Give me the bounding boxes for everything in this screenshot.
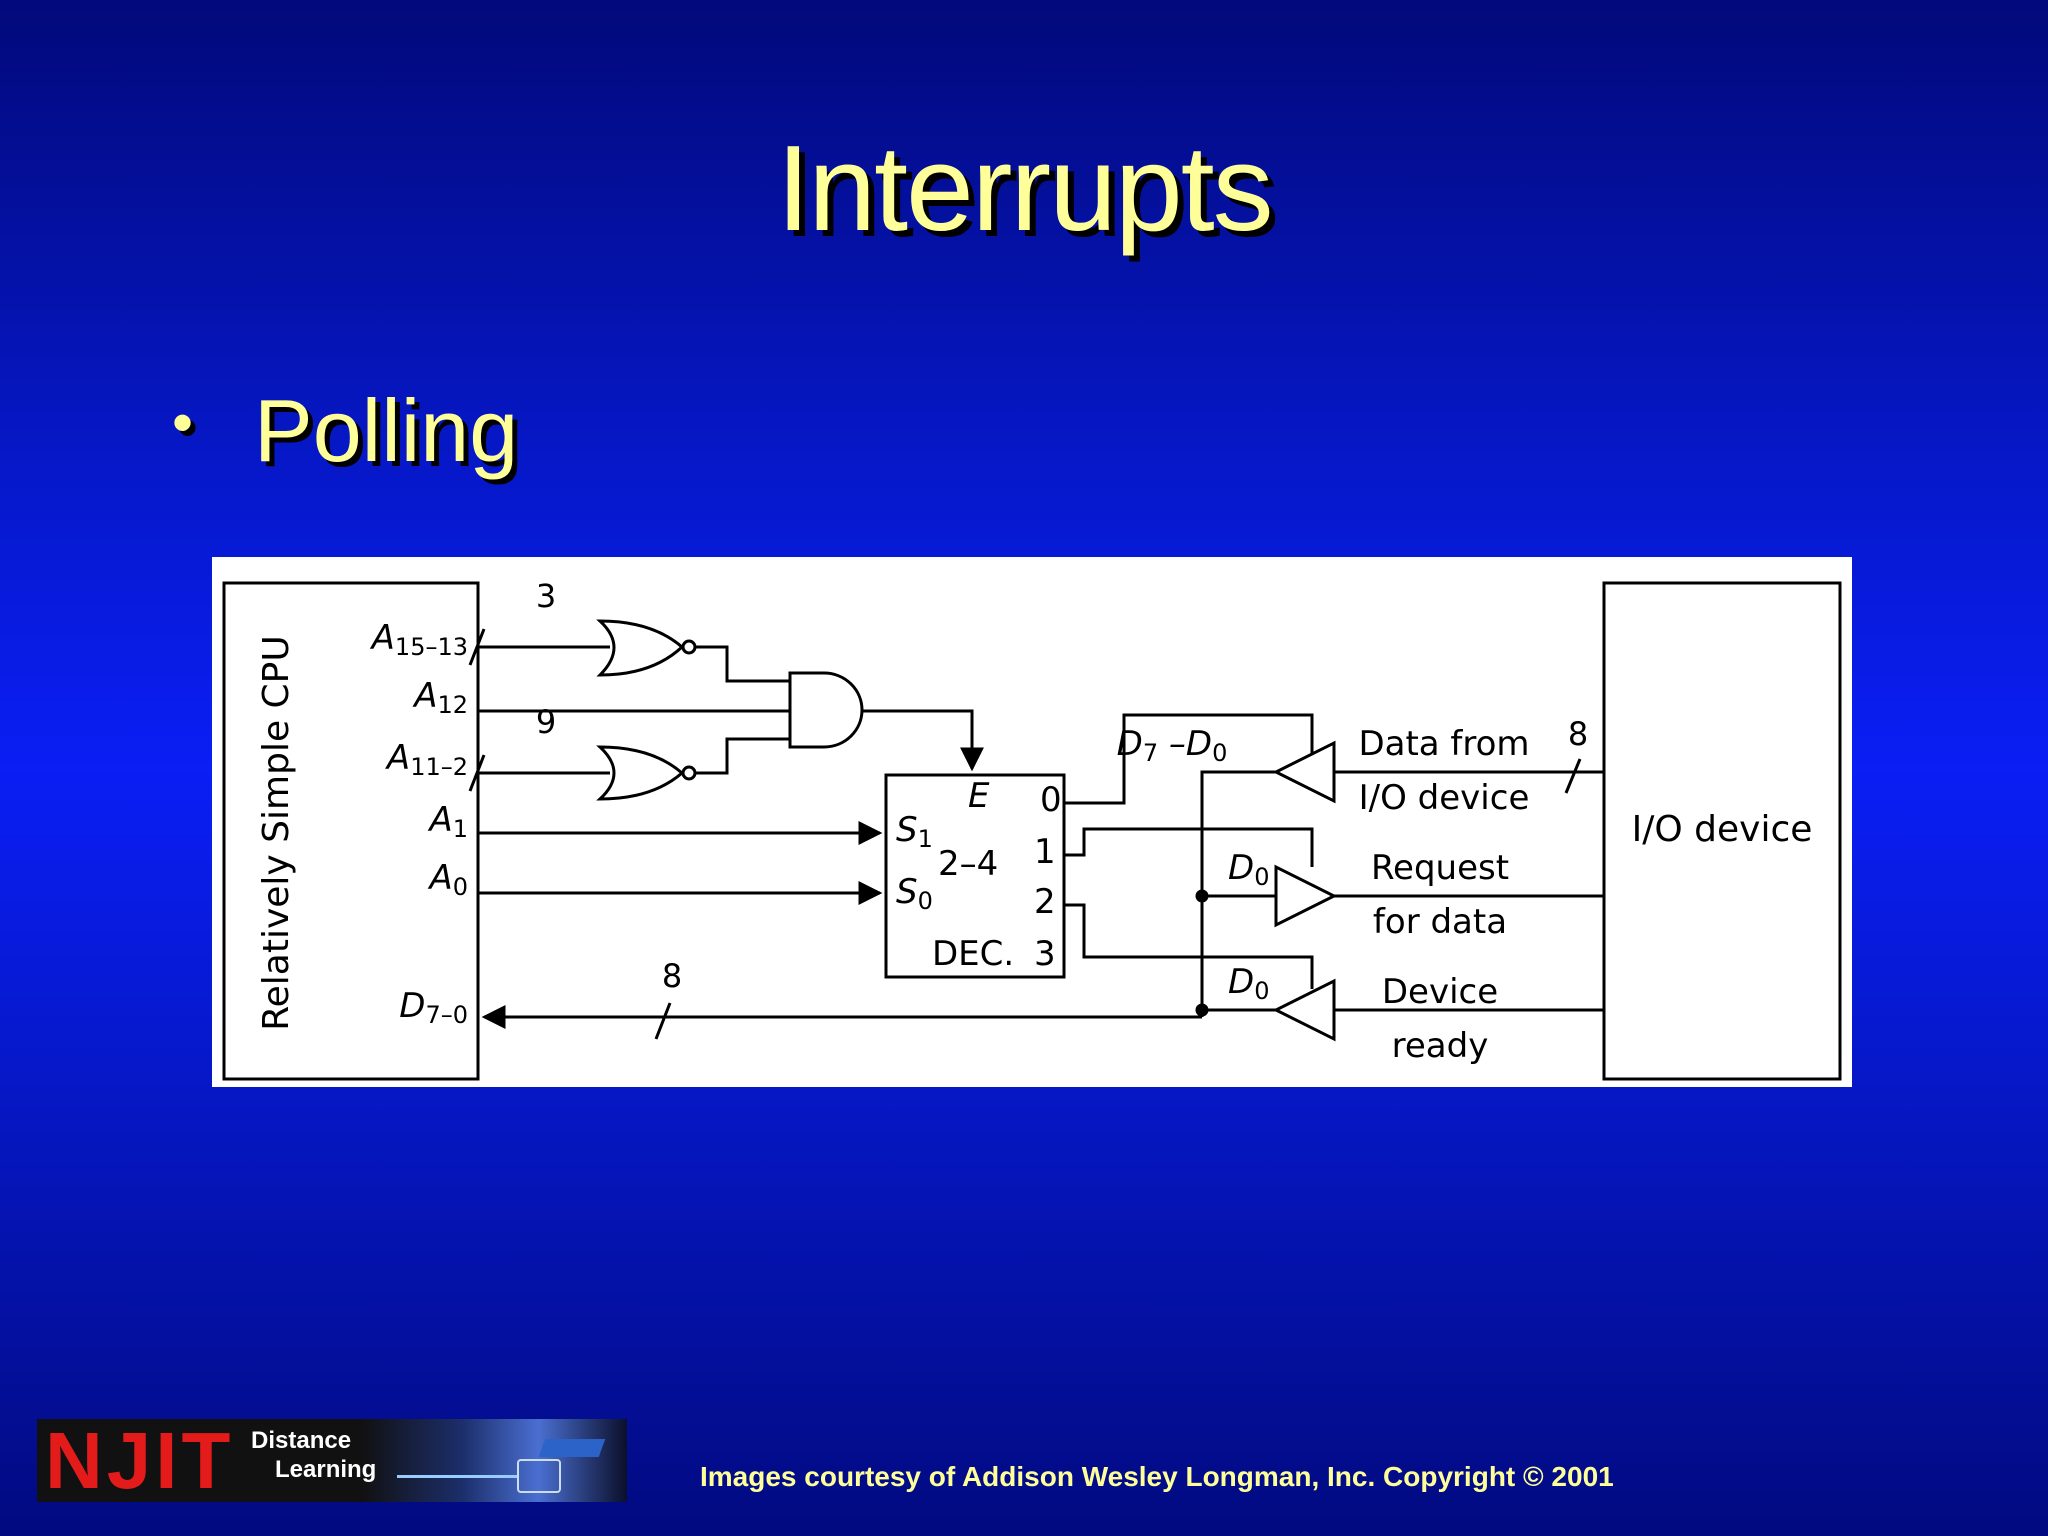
decoder-box [884, 773, 1066, 979]
junction-ready [1195, 1003, 1209, 1017]
decoder-s0: S0 [896, 872, 933, 915]
io-device-box [1602, 581, 1842, 1081]
njit-distance-learning-logo: NJIT Distance Learning [37, 1419, 627, 1502]
wire-dec0-enable [1064, 713, 1314, 805]
pin-a15-13: A15–13 [370, 618, 468, 661]
logo-njit-text: NJIT [45, 1416, 235, 1505]
buffer-data-signal: D7 –D0 [1117, 724, 1228, 767]
io-device-label: I/O device [1632, 809, 1813, 850]
buffer-ready-label2: ready [1392, 1026, 1489, 1066]
wire-nor2-to-and [695, 737, 790, 775]
pin-a1: A1 [427, 800, 468, 843]
decoder-output-1: 1 [1034, 832, 1056, 872]
cpu-box [222, 581, 480, 1081]
bus-slash-a11-2 [468, 754, 486, 792]
logo-monitor-icon [517, 1459, 561, 1493]
buffer-request-label1: Request [1371, 848, 1509, 888]
decoder-enable: E [968, 776, 990, 816]
bullet-text: Polling [254, 381, 519, 480]
buffer-ready [1272, 978, 1336, 1042]
nor-gate-1-bubble [681, 639, 697, 655]
bus-width-io-data: 8 [1568, 715, 1588, 753]
slide-title: Interrupts [776, 120, 1273, 256]
wire-dec2-enable [1064, 903, 1314, 989]
logo-learning-text: Learning [275, 1456, 377, 1483]
bullet-dot-icon: • [172, 389, 194, 456]
buffer-data-label1: Data from [1358, 724, 1529, 764]
pin-a12: A12 [412, 676, 468, 719]
pin-a0: A0 [427, 858, 468, 901]
junction-request [1195, 889, 1209, 903]
decoder-s1: S1 [896, 810, 933, 853]
buffer-ready-label1: Device [1382, 972, 1498, 1012]
and-gate [788, 671, 864, 749]
nor-gate-1 [596, 619, 685, 677]
wire-and-to-enable [862, 709, 984, 772]
decoder-type: 2–4 [938, 844, 998, 884]
nor-gate-2 [596, 745, 685, 801]
buffer-request [1274, 864, 1338, 928]
buffer-ready-signal: D0 [1228, 962, 1269, 1005]
bus-width-data-bus: 8 [662, 957, 682, 995]
decoder-output-2: 2 [1034, 882, 1056, 922]
wire-dec1-enable [1064, 827, 1314, 867]
pin-d7-0: D7–0 [399, 986, 468, 1029]
logo-distance-text: Distance [251, 1427, 352, 1454]
bus-width-a11-2: 9 [536, 703, 556, 741]
wire-nor1-to-and [695, 645, 790, 683]
logo-graduation-cap-icon [538, 1439, 606, 1457]
logo-cable-icon [397, 1475, 517, 1478]
buffer-request-signal: D0 [1228, 848, 1269, 891]
buffer-request-label2: for data [1373, 902, 1507, 942]
wire-data-buffer-out [1200, 770, 1276, 1017]
decoder-output-0: 0 [1040, 780, 1062, 820]
image-credit: Images courtesy of Addison Wesley Longma… [700, 1461, 1614, 1492]
polling-circuit-diagram: Relatively Simple CPU I/O device A15–13 … [212, 557, 1852, 1087]
bus-slash-io-data [1564, 758, 1582, 794]
cpu-label: Relatively Simple CPU [256, 635, 297, 1031]
bus-width-a15-13: 3 [536, 577, 556, 615]
buffer-data-label2: I/O device [1359, 778, 1530, 818]
bus-slash-a15-13 [468, 628, 486, 666]
buffer-data [1272, 740, 1336, 804]
pin-a11-2: A11–2 [385, 738, 468, 781]
bus-slash-data-bus [654, 1002, 672, 1040]
decoder-output-3: 3 [1034, 934, 1056, 974]
decoder-name: DEC. [932, 934, 1014, 974]
nor-gate-2-bubble [681, 765, 697, 781]
